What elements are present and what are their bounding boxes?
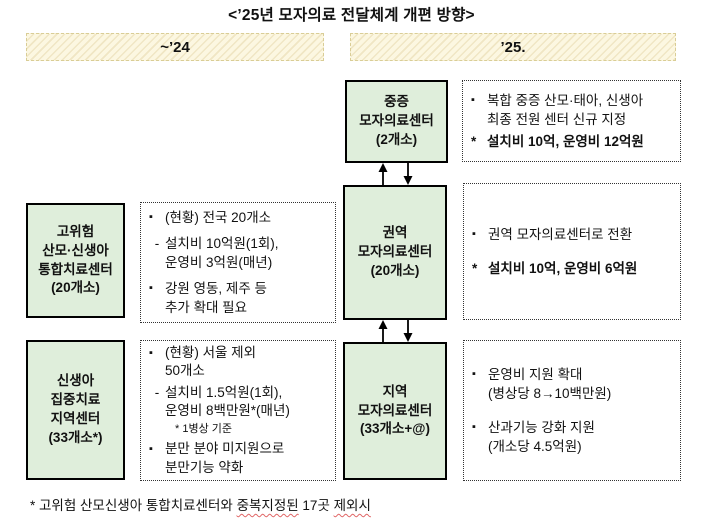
center-box-severe-maternal-center: 중증 모자의료센터 (2개소) (345, 80, 448, 163)
center-box-nicu-regional-center: 신생아 집중치료 지역센터 (33개소*) (26, 340, 125, 480)
transfer-arrows-severe-regional (375, 163, 415, 185)
center-box-local-maternal-center: 지역 모자의료센터 (33개소+@) (343, 342, 447, 480)
note-item: - 설치비 1.5억원(1회), 운영비 8백만원*(매년) (149, 384, 327, 421)
down-arrow-icon (403, 320, 412, 342)
center-box-highrisk-integrated-center: 고위험 산모·신생아 통합치료센터 (20개소) (26, 203, 125, 318)
bullet-icon: ▪ (149, 347, 153, 360)
note-text: 설치비 10억, 운영비 6억원 (488, 260, 638, 276)
note-text: 권역 모자의료센터로 전환 (488, 227, 633, 243)
note-text: (현황) 서울 제외 50개소 (165, 345, 257, 379)
down-arrow-icon (403, 163, 412, 185)
bullet-icon: ▪ (471, 94, 475, 107)
diagram-title: <’25년 모자의료 전달체계 개편 방향> (228, 7, 475, 24)
footnote-spellcheck-word: 제외시 (333, 498, 371, 513)
note-item-cost: * 설치비 10억, 운영비 12억원 (471, 132, 672, 151)
up-arrow-icon (378, 320, 387, 342)
note-box-local-plan: ▪ 운영비 지원 확대 (병상당 8→10백만원) ▪ 산과기능 강화 지원 (… (463, 340, 681, 481)
dash-icon: - (154, 235, 160, 251)
asterisk-icon: * (472, 260, 478, 276)
note-box-regional-plan: ▪ 권역 모자의료센터로 전환 * 설치비 10억, 운영비 6억원 (463, 183, 681, 320)
note-text: * 1병상 기준 (175, 423, 232, 436)
note-item: ▪ 분만 분야 미지원으로 분만기능 약화 (149, 440, 327, 477)
note-box-nicu-status: ▪ (현황) 서울 제외 50개소 - 설치비 1.5억원(1회), 운영비 8… (140, 340, 336, 481)
timeline-bar-past: ~’24 (26, 33, 324, 61)
note-item: ▪ 운영비 지원 확대 (병상당 8→10백만원) (472, 365, 672, 403)
note-item: ▪ 강원 영동, 제주 등 추가 확대 필요 (149, 279, 327, 317)
bullet-icon: ▪ (472, 368, 476, 381)
note-item: ▪ (현황) 서울 제외 50개소 (149, 344, 327, 381)
note-text: 강원 영동, 제주 등 추가 확대 필요 (165, 281, 267, 316)
note-text: 복합 중증 산모·태아, 신생아 최종 전원 센터 신규 지정 (487, 93, 644, 128)
bullet-icon: ▪ (149, 282, 153, 295)
note-item: ▪ 복합 중증 산모·태아, 신생아 최종 전원 센터 신규 지정 (471, 91, 672, 129)
bullet-icon: ▪ (149, 443, 153, 456)
note-text: 설치비 1.5억원(1회), 운영비 8백만원*(매년) (165, 384, 290, 419)
note-box-severe-plan: ▪ 복합 중증 산모·태아, 신생아 최종 전원 센터 신규 지정 * 설치비 … (462, 80, 681, 162)
note-item: ▪ 권역 모자의료센터로 전환 (472, 225, 672, 244)
timeline-bar-past-label: ~’24 (160, 38, 190, 56)
note-box-highrisk-status: ▪ (현황) 전국 20개소 - 설치비 10억원(1회), 운영비 3억원(매… (140, 202, 336, 323)
note-text: 설치비 10억, 운영비 12억원 (487, 133, 644, 149)
footnote-text: 17곳 (298, 498, 334, 513)
footnote-text: * 고위험 산모신생아 통합치료센터와 (30, 498, 237, 513)
center-box-highrisk-label: 고위험 산모·신생아 통합치료센터 (20개소) (38, 223, 113, 296)
note-text: (현황) 전국 20개소 (165, 209, 272, 225)
bullet-icon: ▪ (149, 210, 153, 223)
note-item: ▪ (현황) 전국 20개소 (149, 208, 327, 227)
bullet-icon: ▪ (472, 420, 476, 433)
up-arrow-icon (378, 163, 387, 185)
dash-icon: - (154, 384, 160, 400)
center-box-nicu-label: 신생아 집중치료 지역센터 (33개소*) (48, 373, 103, 445)
note-item-cost: * 설치비 10억, 운영비 6억원 (472, 259, 672, 278)
center-box-severe-label: 중증 모자의료센터 (2개소) (359, 94, 434, 147)
center-box-regional-label: 권역 모자의료센터 (20개소) (357, 225, 433, 278)
timeline-bar-future-label: ’25. (500, 38, 526, 56)
footnote-spellcheck-word: 중복지정된 (236, 498, 299, 513)
note-item: ▪ 산과기능 강화 지원 (개소당 4.5억원) (472, 418, 672, 456)
timeline-bar-future: ’25. (350, 33, 676, 61)
bullet-icon: ▪ (472, 228, 476, 241)
note-text: 운영비 지원 확대 (병상당 8→10백만원) (488, 367, 612, 402)
note-item: - 설치비 10억원(1회), 운영비 3억원(매년) (149, 234, 327, 272)
center-box-local-label: 지역 모자의료센터 (33개소+@) (357, 383, 433, 437)
diagram-footnote: * 고위험 산모신생아 통합치료센터와 중복지정된 17곳 제외시 (30, 494, 371, 514)
transfer-arrows-regional-local (375, 320, 415, 342)
note-text: 설치비 10억원(1회), 운영비 3억원(매년) (165, 235, 279, 270)
note-text: 분만 분야 미지원으로 분만기능 약화 (165, 441, 285, 475)
asterisk-icon: * (471, 133, 477, 149)
note-text: 산과기능 강화 지원 (개소당 4.5억원) (488, 419, 595, 454)
center-box-regional-maternal-center: 권역 모자의료센터 (20개소) (343, 185, 447, 320)
note-item-footnote: * 1병상 기준 (175, 423, 327, 437)
